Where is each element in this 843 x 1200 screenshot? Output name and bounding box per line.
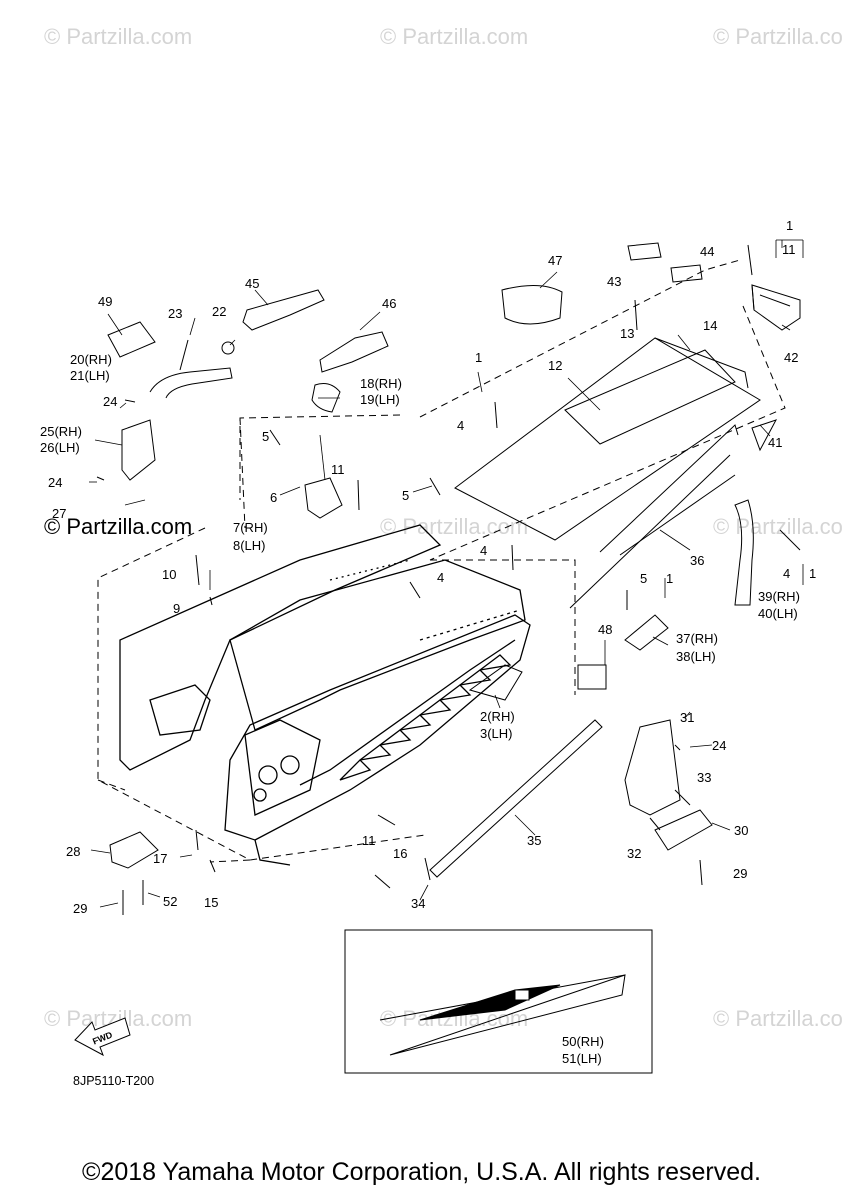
watermark-bottom-right: © Partzilla.com xyxy=(713,1006,843,1031)
callout-33: 33 xyxy=(697,770,711,785)
callout-24-b: 24 xyxy=(48,475,62,490)
callout-46: 46 xyxy=(382,296,396,311)
callout-18: 18(RH) xyxy=(360,376,402,391)
callout-39: 39(RH) xyxy=(758,589,800,604)
fasteners xyxy=(96,244,801,915)
bracket-7 xyxy=(304,477,343,519)
plate-2 xyxy=(468,664,523,701)
callout-26: 26(LH) xyxy=(40,440,80,455)
callout-35: 35 xyxy=(527,833,541,848)
callout-5-b: 5 xyxy=(402,488,409,503)
callout-17: 17 xyxy=(153,851,167,866)
callout-labels: 1 11 44 43 47 42 45 46 49 23 22 20(RH) 2… xyxy=(40,218,816,1066)
callout-13: 13 xyxy=(620,326,634,341)
callout-42: 42 xyxy=(784,350,798,365)
block-48 xyxy=(577,664,607,690)
callout-11-top: 11 xyxy=(782,242,796,257)
watermark-top-center: © Partzilla.com xyxy=(380,24,529,49)
callout-19: 19(LH) xyxy=(360,392,400,407)
callout-4-a: 4 xyxy=(457,418,464,433)
callout-11-a: 11 xyxy=(331,462,345,477)
exploded-view-drawing: 1 11 44 43 47 42 45 46 49 23 22 20(RH) 2… xyxy=(40,218,816,1088)
callout-38: 38(LH) xyxy=(676,649,716,664)
callout-47: 47 xyxy=(548,253,562,268)
copyright-footer: ©2018 Yamaha Motor Corporation, U.S.A. A… xyxy=(82,1158,761,1186)
callout-36: 36 xyxy=(690,553,704,568)
callout-25: 25(RH) xyxy=(40,424,82,439)
callout-5-c: 5 xyxy=(640,571,647,586)
callout-20: 20(RH) xyxy=(70,352,112,367)
callout-51: 51(LH) xyxy=(562,1051,602,1066)
callout-49: 49 xyxy=(98,294,112,309)
fwd-arrow-icon xyxy=(74,1017,131,1057)
callout-11-b: 11 xyxy=(362,833,376,848)
callout-29-a: 29 xyxy=(733,866,747,881)
footpad-28 xyxy=(109,831,159,869)
boot-18 xyxy=(311,383,341,413)
callout-4-d: 4 xyxy=(437,570,444,585)
callout-40: 40(LH) xyxy=(758,606,798,621)
callout-24-a: 24 xyxy=(103,394,117,409)
diagram-code: 8JP5110-T200 xyxy=(73,1074,154,1088)
grab-bar xyxy=(121,341,235,481)
step-31 xyxy=(624,719,713,851)
callout-22: 22 xyxy=(212,304,226,319)
callout-41: 41 xyxy=(768,435,782,450)
callout-50: 50(RH) xyxy=(562,1034,604,1049)
callout-10: 10 xyxy=(162,567,176,582)
callout-31: 31 xyxy=(680,710,694,725)
callout-14: 14 xyxy=(703,318,717,333)
side-rail-36 xyxy=(619,474,754,606)
callout-45: 45 xyxy=(245,276,259,291)
callout-6: 6 xyxy=(270,490,277,505)
top-plate xyxy=(454,337,761,609)
callout-1-c: 1 xyxy=(809,566,816,581)
callout-4-c: 4 xyxy=(783,566,790,581)
callout-1-mid: 1 xyxy=(475,350,482,365)
callout-34: 34 xyxy=(411,896,425,911)
callout-8: 8(LH) xyxy=(233,538,266,553)
watermark-mid-right: © Partzilla.com xyxy=(713,514,843,539)
flap-37 xyxy=(624,614,669,651)
callout-23: 23 xyxy=(168,306,182,321)
watermark-top-right: © Partzilla.com xyxy=(713,24,843,49)
callout-21: 21(LH) xyxy=(70,368,110,383)
callout-15: 15 xyxy=(204,895,218,910)
watermark-mid-center: © Partzilla.com xyxy=(380,514,529,539)
callout-12: 12 xyxy=(548,358,562,373)
callout-32: 32 xyxy=(627,846,641,861)
callout-1-d: 1 xyxy=(666,571,673,586)
callout-48: 48 xyxy=(598,622,612,637)
callout-30: 30 xyxy=(734,823,748,838)
tube-35 xyxy=(429,719,603,878)
callout-28: 28 xyxy=(66,844,80,859)
callout-4-b: 4 xyxy=(480,543,487,558)
callout-37: 37(RH) xyxy=(676,631,718,646)
assembly-outline-lower xyxy=(97,527,576,863)
callout-24-c: 24 xyxy=(712,738,726,753)
callout-5-a: 5 xyxy=(262,429,269,444)
chassis-frame xyxy=(119,524,531,866)
callout-1-top: 1 xyxy=(786,218,793,233)
watermark-mid-left: © Partzilla.com xyxy=(44,514,193,539)
callout-16: 16 xyxy=(393,846,407,861)
callout-43: 43 xyxy=(607,274,621,289)
pads xyxy=(242,242,778,452)
callout-7: 7(RH) xyxy=(233,520,268,535)
cover-49 xyxy=(107,321,156,358)
callout-2: 2(RH) xyxy=(480,709,515,724)
watermark-top-left: © Partzilla.com xyxy=(44,24,193,49)
decal-inset xyxy=(344,929,653,1074)
callout-29-b: 29 xyxy=(73,901,87,916)
leader-lines xyxy=(89,239,804,908)
callout-52: 52 xyxy=(163,894,177,909)
callout-44: 44 xyxy=(700,244,714,259)
rear-bumper xyxy=(751,284,801,331)
assembly-outline-upper xyxy=(239,259,786,561)
callout-27: 27 xyxy=(52,506,66,521)
callout-3: 3(LH) xyxy=(480,726,513,741)
callout-9: 9 xyxy=(173,601,180,616)
